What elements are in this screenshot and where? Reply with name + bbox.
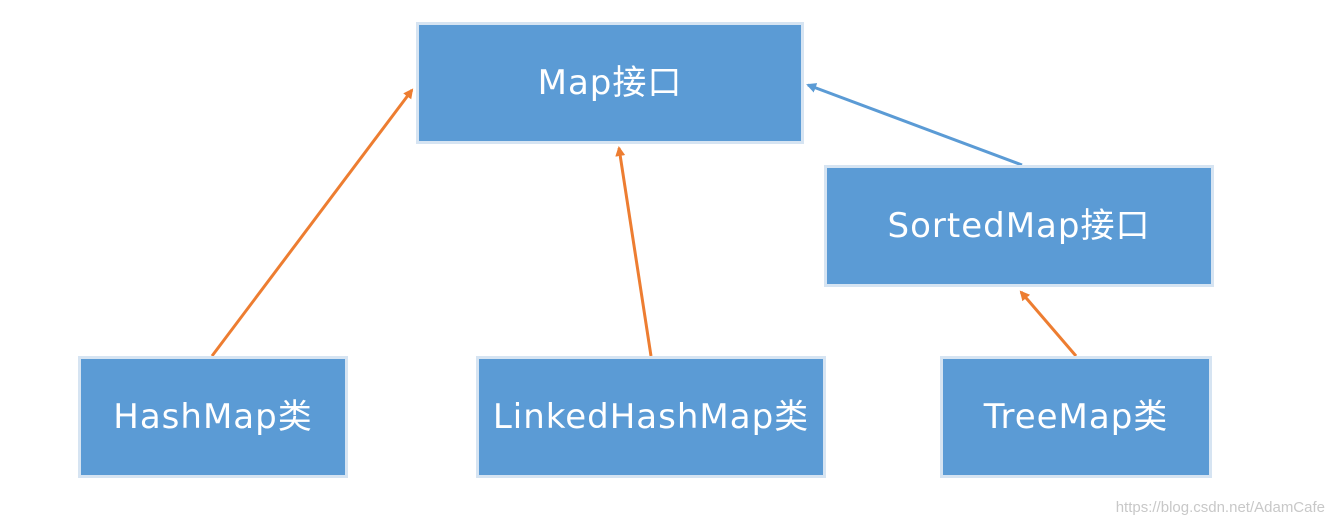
sortedmap-interface-label: SortedMap接口 <box>887 205 1151 246</box>
hashmap-class-label: HashMap类 <box>113 396 313 437</box>
edge-linkedhashmap-to-map <box>615 146 653 357</box>
map-interface-label: Map接口 <box>537 62 683 103</box>
map-interface-node: Map接口 <box>416 22 804 144</box>
hashmap-class-node: HashMap类 <box>78 356 348 478</box>
linkedhashmap-class-node: LinkedHashMap类 <box>476 356 826 478</box>
sortedmap-interface-node: SortedMap接口 <box>824 165 1214 287</box>
linkedhashmap-class-label: LinkedHashMap类 <box>492 396 810 437</box>
edge-sortedmap-to-map <box>806 83 1023 167</box>
treemap-class-node: TreeMap类 <box>940 356 1212 478</box>
treemap-class-label: TreeMap类 <box>983 396 1169 437</box>
edge-treemap-to-sortedmap <box>1019 290 1078 357</box>
watermark: https://blog.csdn.net/AdamCafe <box>1115 499 1325 516</box>
edge-hashmap-to-map <box>210 88 414 357</box>
